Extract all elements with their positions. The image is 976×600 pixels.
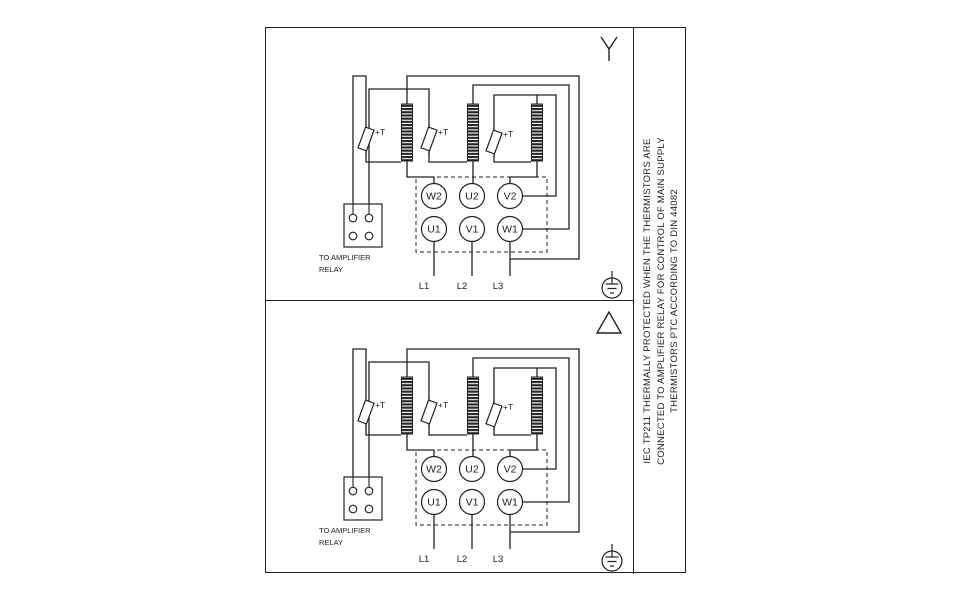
thermistor-icon (357, 124, 375, 154)
terminal-v1-label: V1 (466, 497, 479, 509)
winding-coil (531, 103, 543, 162)
thermistor-label: +T (503, 129, 513, 139)
supply-lines: L1 L2 L3 (419, 554, 504, 565)
amplifier-relay-connector: TO AMPLIFIER RELAY (319, 203, 383, 274)
diagram-frame: +T +T +T (265, 27, 687, 574)
thermistors: +T +T +T (357, 397, 513, 430)
terminal-w2-label: W2 (426, 191, 442, 203)
relay-label-line1: TO AMPLIFIER (319, 526, 371, 535)
side-note-column: IEC TP211 THERMALLY PROTECTED WHEN THE T… (634, 28, 687, 574)
terminal-u1-label: U1 (427, 224, 441, 236)
wiring-panel-delta: +T +T +T (266, 301, 634, 574)
relay-pin (348, 486, 358, 496)
diagram-area: +T +T +T (266, 28, 634, 574)
terminal-u1 (420, 488, 448, 516)
terminal-u1-label: U1 (427, 497, 441, 509)
motor-windings (401, 103, 543, 162)
star-panel-drawing: +T +T +T (319, 36, 623, 299)
terminal-w1 (496, 488, 524, 516)
star-connection-icon (600, 36, 618, 61)
terminal-v2-label: V2 (504, 191, 517, 203)
relay-pin (364, 213, 374, 223)
supply-l2-label: L2 (457, 281, 468, 292)
terminal-box-outline (415, 449, 548, 526)
relay-label-line1: TO AMPLIFIER (319, 253, 371, 262)
terminal-u2 (458, 182, 486, 210)
relay-label-line2: RELAY (319, 265, 343, 274)
relay-pin (364, 504, 374, 514)
relay-label-line2: RELAY (319, 538, 343, 547)
thermistor-icon (485, 127, 503, 157)
terminal-w1-label: W1 (502, 497, 518, 509)
earth-ground-icon (601, 544, 623, 572)
supply-l3-label: L3 (493, 554, 504, 565)
thermistor-icon (485, 400, 503, 430)
relay-pin (348, 213, 358, 223)
winding-coil (401, 376, 413, 435)
terminal-w2 (420, 455, 448, 483)
terminal-w2-label: W2 (426, 464, 442, 476)
terminal-v2 (496, 455, 524, 483)
terminal-u2-label: U2 (465, 191, 479, 203)
delta-panel-drawing: +T +T +T (319, 310, 623, 572)
terminal-v2 (496, 182, 524, 210)
winding-coil (531, 376, 543, 435)
relay-pin (364, 231, 374, 241)
winding-coil (467, 103, 479, 162)
supply-lines: L1 L2 L3 (419, 281, 504, 292)
thermistor-label: +T (375, 127, 385, 137)
thermistor-icon (420, 397, 438, 427)
terminal-v1 (458, 215, 486, 243)
terminal-v2-label: V2 (504, 464, 517, 476)
terminal-block: W2 U2 V2 U1 V1 W1 (415, 449, 548, 526)
terminal-w1-label: W1 (502, 224, 518, 236)
terminal-box-outline (415, 176, 548, 253)
thermistor-label: +T (375, 400, 385, 410)
terminal-u2-label: U2 (465, 464, 479, 476)
thermistor-label: +T (503, 402, 513, 412)
wiring-panel-star: +T +T +T (266, 28, 634, 301)
thermistor-icon (420, 124, 438, 154)
terminal-u2 (458, 455, 486, 483)
thermistor-icon (357, 397, 375, 427)
relay-pin (348, 231, 358, 241)
thermistor-note: IEC TP211 THERMALLY PROTECTED WHEN THE T… (640, 31, 681, 571)
winding-coil (467, 376, 479, 435)
earth-ground-icon (601, 271, 623, 299)
note-line-3: THERMISTORS PTC ACCORDING TO DIN 44082 (668, 189, 680, 413)
thermistor-label: +T (438, 127, 448, 137)
terminal-block: W2 U2 V2 U1 V1 W1 (415, 176, 548, 253)
terminal-u1 (420, 215, 448, 243)
supply-l1-label: L1 (419, 281, 430, 292)
relay-pin (364, 486, 374, 496)
terminal-w2 (420, 182, 448, 210)
amplifier-relay-connector: TO AMPLIFIER RELAY (319, 476, 383, 547)
wiring-lines (352, 75, 580, 276)
note-line-2: CONNECTED TO AMPLIFIER RELAY FOR CONTROL… (654, 137, 666, 465)
motor-windings (401, 376, 543, 435)
wiring-lines (352, 348, 580, 549)
thermistor-label: +T (438, 400, 448, 410)
terminal-v1-label: V1 (466, 224, 479, 236)
delta-connection-icon (595, 310, 623, 334)
supply-l1-label: L1 (419, 554, 430, 565)
supply-l3-label: L3 (493, 281, 504, 292)
supply-l2-label: L2 (457, 554, 468, 565)
terminal-v1 (458, 488, 486, 516)
relay-pin (348, 504, 358, 514)
terminal-w1 (496, 215, 524, 243)
thermistors: +T +T +T (357, 124, 513, 157)
winding-coil (401, 103, 413, 162)
note-line-1: IEC TP211 THERMALLY PROTECTED WHEN THE T… (641, 138, 653, 464)
